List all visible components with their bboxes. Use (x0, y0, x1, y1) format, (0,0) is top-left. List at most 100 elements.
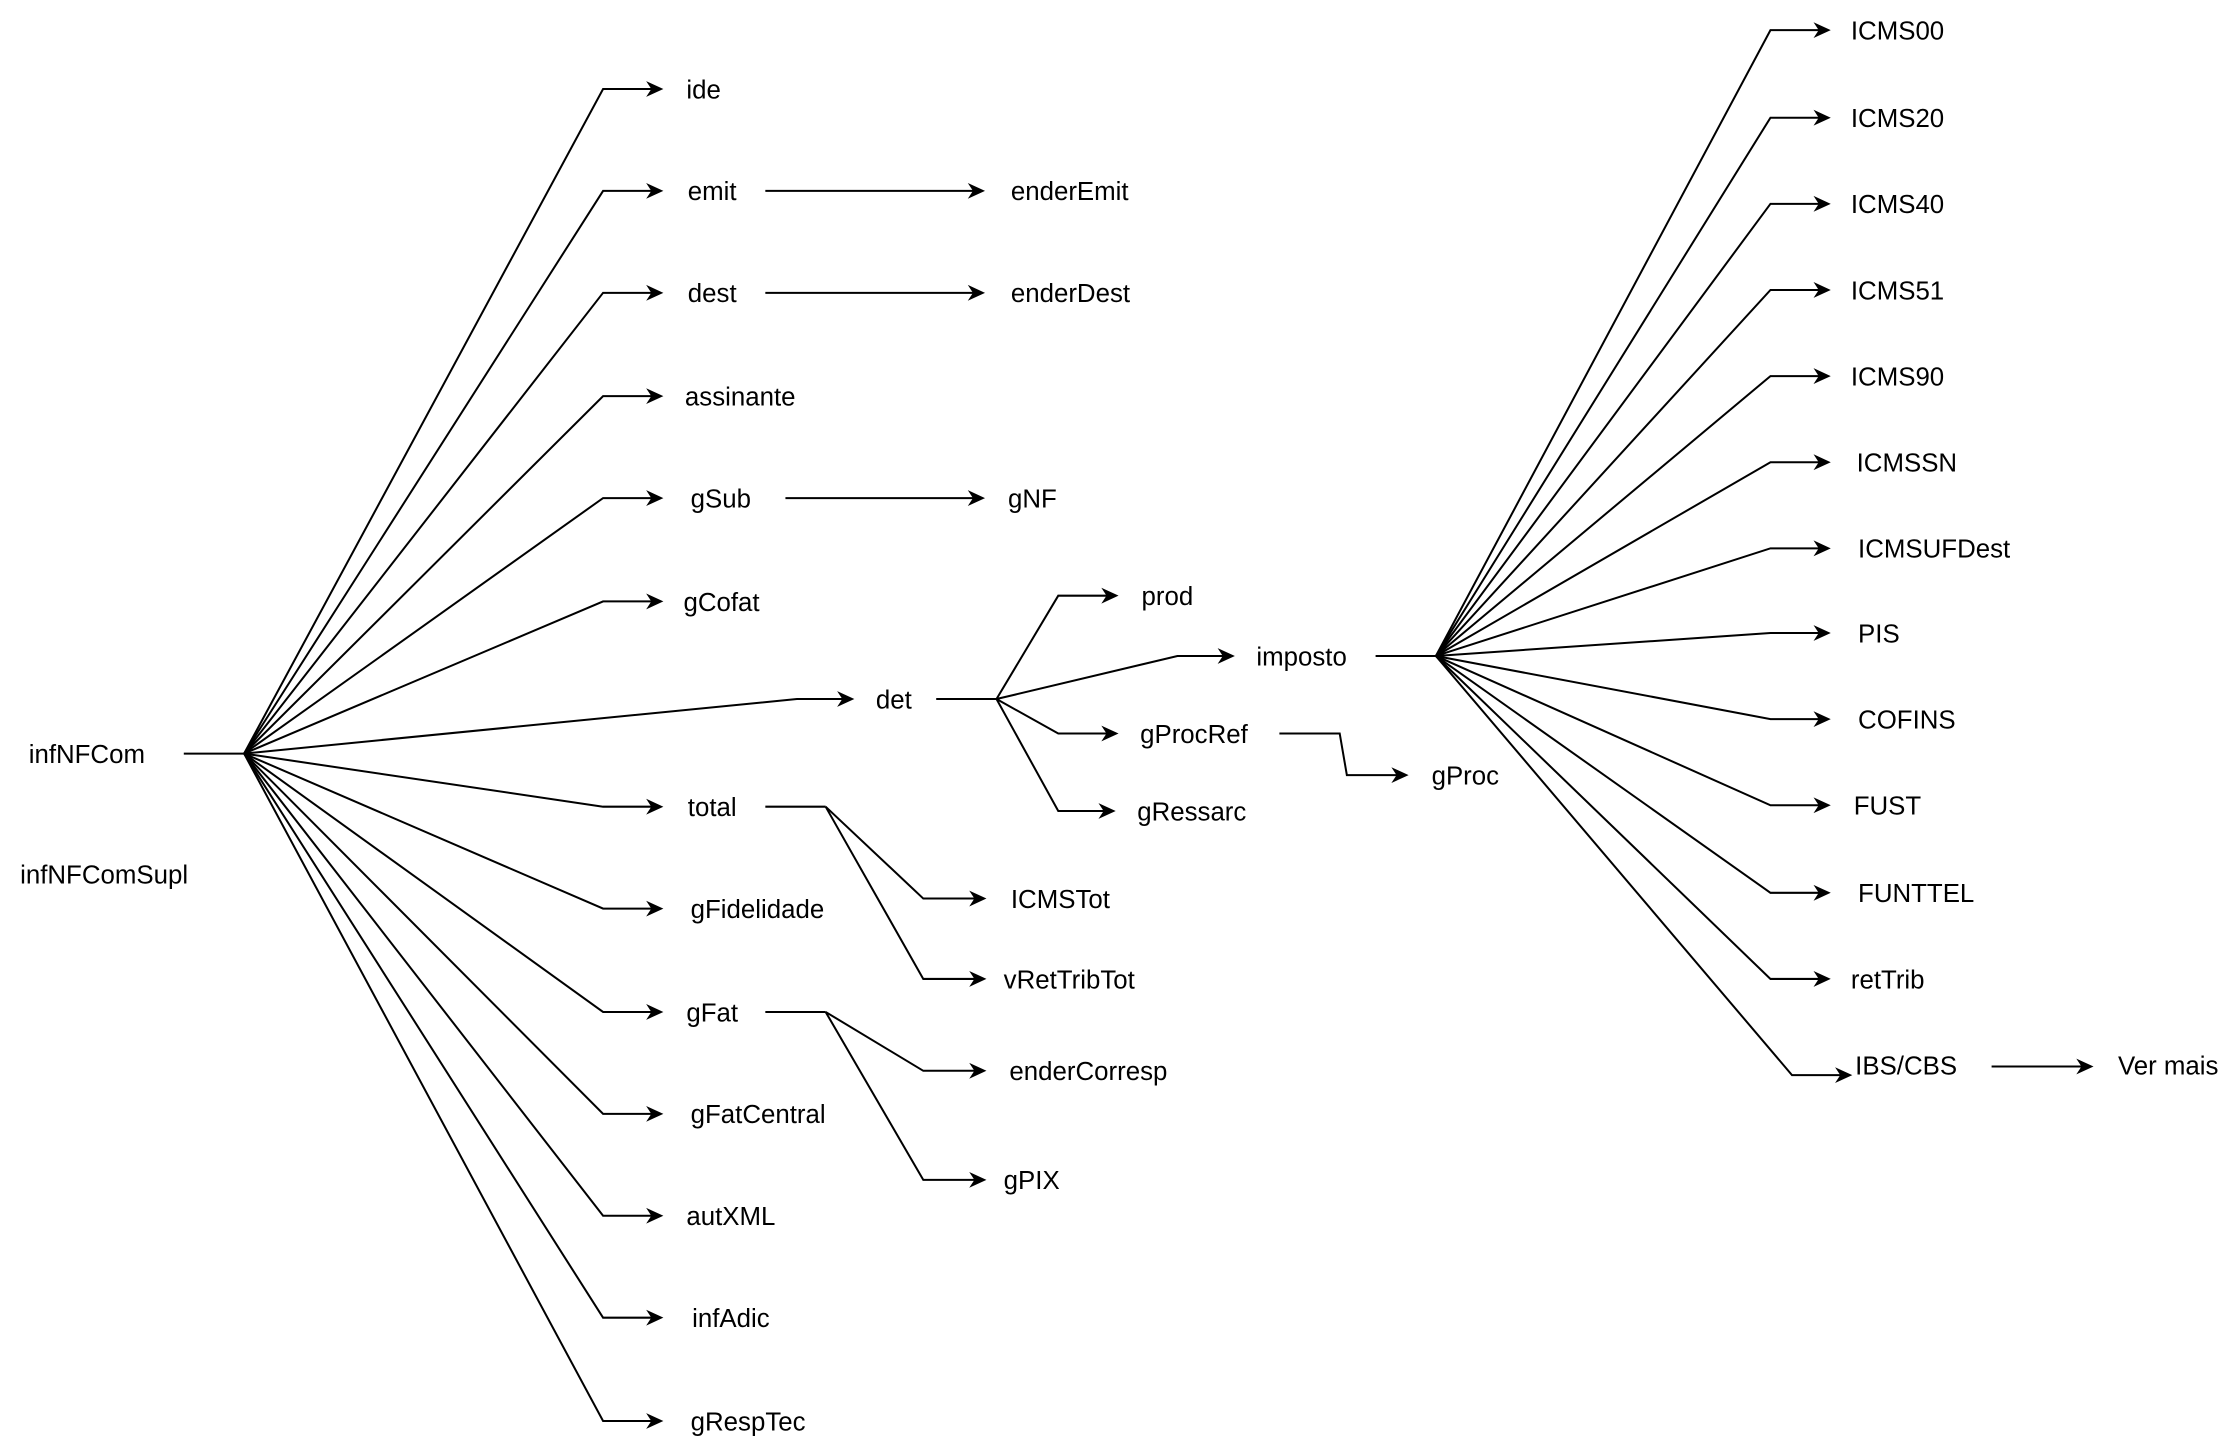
connector-line (1435, 29, 1823, 657)
node-gfidelidade: gFidelidade (691, 896, 825, 924)
arrowhead-icon (969, 890, 987, 907)
connector-line (1279, 732, 1400, 777)
connector-line (243, 752, 655, 1217)
arrowhead-icon (1813, 109, 1831, 126)
arrowhead-icon (646, 284, 664, 301)
node-emit: emit (688, 178, 737, 206)
edge-to-gProc (1279, 732, 1409, 784)
node-pis: PIS (1858, 620, 1900, 648)
edge-to-PIS (1435, 625, 1831, 657)
node-vermais[interactable]: Ver mais (2118, 1052, 2219, 1080)
node-enderdest: enderDest (1011, 280, 1130, 308)
edge-to-gPIX (824, 1011, 987, 1188)
arrowhead-icon (646, 1309, 664, 1326)
node-funttel: FUNTTEL (1858, 880, 1974, 908)
arrowhead-icon (2076, 1058, 2094, 1075)
edge-to-det (244, 691, 855, 755)
connector-line (1435, 655, 1823, 980)
connector-line (1435, 655, 1844, 1077)
arrowhead-icon (1813, 195, 1831, 212)
connector-line (824, 806, 978, 980)
arrowhead-icon (837, 691, 855, 707)
connector-line (244, 698, 846, 755)
arrowhead-icon (646, 593, 664, 610)
node-imposto: imposto (1256, 643, 1346, 671)
arrowhead-icon (646, 900, 664, 917)
connector-line (243, 497, 655, 755)
edge-to-emit (243, 183, 664, 755)
arrowhead-icon (1813, 368, 1831, 384)
connector-line (1435, 547, 1823, 657)
arrowhead-icon (1813, 22, 1831, 39)
node-gressarc: gRessarc (1137, 798, 1246, 826)
node-autxml: autXML (686, 1203, 775, 1231)
arrowhead-icon (969, 1171, 987, 1188)
connector-line (1435, 288, 1823, 657)
node-infnfcomsupl: infNFComSupl (20, 861, 188, 889)
connector-line (243, 189, 655, 755)
arrowhead-icon (1101, 587, 1119, 604)
arrowhead-icon (646, 388, 664, 405)
arrowhead-icon (646, 798, 664, 815)
connector-line (996, 698, 1110, 735)
edge-to-gFat (243, 752, 664, 1020)
edge-to-dest (243, 284, 664, 755)
node-icms20: ICMS20 (1851, 105, 1944, 133)
arrowhead-icon (1813, 454, 1831, 471)
edge-to-ICMS90 (1435, 368, 1831, 657)
arrowhead-icon (1813, 884, 1831, 901)
arrowhead-icon (646, 1004, 664, 1020)
edge-to-ICMS20 (1435, 109, 1831, 657)
edge-to-ICMSUFDest (1435, 540, 1831, 657)
arrowhead-icon (1835, 1067, 1853, 1083)
node-fust: FUST (1854, 793, 1922, 821)
node-icms51: ICMS51 (1851, 277, 1944, 305)
connector-line (1435, 632, 1823, 657)
node-icmstot: ICMSTot (1011, 886, 1110, 914)
connector-line (1435, 202, 1823, 657)
edge-to-gFatCentral (243, 752, 664, 1122)
arrowhead-icon (967, 490, 986, 506)
node-icmssn: ICMSSN (1857, 450, 1957, 478)
connector-line (1435, 461, 1823, 657)
node-det: det (876, 686, 912, 714)
edge-to-gFidelidade (243, 752, 664, 917)
node-enderemit: enderEmit (1011, 178, 1129, 206)
edge-to-ICMS00 (1435, 22, 1831, 657)
connector-line (824, 1011, 978, 1181)
connector-line (995, 698, 1108, 812)
edge-to-enderCorresp (825, 1011, 987, 1079)
connector-line (243, 753, 655, 1423)
arrowhead-icon (646, 1413, 664, 1429)
connector-line (1435, 654, 1823, 721)
connector-line (243, 752, 655, 808)
node-vrettribtot: vRetTribTot (1004, 966, 1135, 994)
connector-line (243, 291, 655, 755)
node-gproc: gProc (1432, 762, 1500, 790)
arrowhead-icon (967, 183, 986, 199)
connector-line (1435, 655, 1823, 894)
node-gpix: gPIX (1004, 1167, 1060, 1195)
edge-to-gRespTec (243, 753, 664, 1429)
connector-line (243, 395, 655, 755)
edge-to-infAdic (243, 753, 664, 1326)
node-rettrib: retTrib (1851, 966, 1925, 994)
arrowhead-icon (1813, 540, 1831, 557)
edge-to-ICMS51 (1435, 282, 1831, 657)
connector-line (996, 654, 1227, 701)
connector-line (243, 753, 655, 1319)
node-cofins: COFINS (1858, 706, 1956, 734)
edge-to-ICMSTot (824, 805, 987, 907)
node-endercorresp: enderCorresp (1009, 1058, 1167, 1086)
node-icms90: ICMS90 (1851, 363, 1944, 391)
node-gnf: gNF (1008, 485, 1057, 513)
connector-line (243, 87, 655, 755)
arrowhead-icon (646, 81, 664, 97)
edge-to-ICMS40 (1435, 195, 1831, 657)
node-gcofat: gCofat (683, 589, 759, 617)
arrowhead-icon (969, 971, 987, 987)
arrowhead-icon (646, 490, 664, 506)
node-ide: ide (686, 76, 720, 104)
arrowhead-icon (1813, 711, 1831, 728)
